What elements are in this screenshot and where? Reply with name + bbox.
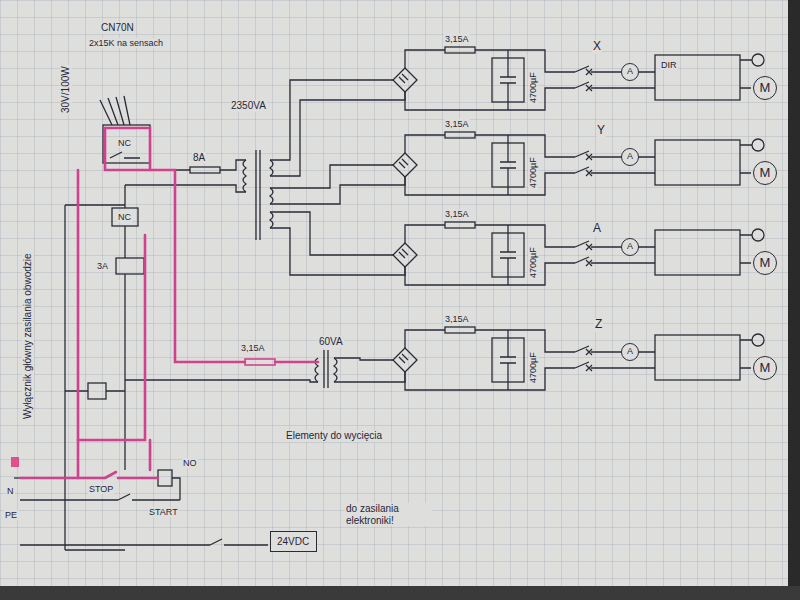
part-label: CN70N <box>100 22 135 34</box>
capacitor-value: 4700µF <box>528 156 538 189</box>
node-text: A <box>627 152 633 162</box>
note-text: Elementy do wycięcia <box>285 430 383 442</box>
wire-path <box>334 358 337 382</box>
node-text: A <box>627 347 633 357</box>
component-outline <box>88 383 106 399</box>
component-outline <box>0 586 800 600</box>
wire-path <box>78 235 145 440</box>
fuse-rating: 3,15A <box>444 119 470 129</box>
fuse-rating: 3,15A <box>444 209 470 219</box>
wire-path <box>324 350 328 388</box>
node-text: 24VDC <box>277 536 309 547</box>
axis-channel <box>393 132 764 195</box>
component-outline <box>112 208 138 226</box>
fuse-rating: 3,15A <box>444 314 470 324</box>
axis-label: A <box>592 222 602 236</box>
wire-path <box>270 80 405 176</box>
wire-path <box>65 205 125 550</box>
wire-path <box>175 160 246 170</box>
component-outline <box>158 470 172 486</box>
ammeter-symbol: A <box>621 63 639 81</box>
wire-path <box>105 128 245 362</box>
note-text: Wyłącznik główny zasilania obwodzie <box>22 252 34 420</box>
node-text: M <box>760 81 771 95</box>
axis-channel <box>393 222 764 285</box>
axis-label: X <box>592 40 602 54</box>
component-outline <box>190 167 220 173</box>
node-text: M <box>760 361 771 375</box>
motor-symbol: M <box>753 76 777 100</box>
note-text: do zasilania elektroniki! <box>345 503 432 526</box>
terminal-name: N <box>6 486 15 496</box>
wire-path <box>270 212 273 228</box>
wire-path <box>100 96 130 125</box>
node-text: M <box>760 166 771 180</box>
motor-symbol: M <box>753 251 777 275</box>
wire-path <box>149 440 152 470</box>
wire-path <box>110 152 140 158</box>
wire-path <box>125 185 246 192</box>
component-outline <box>116 258 144 274</box>
button-label: STOP <box>88 484 114 494</box>
wire-path <box>20 472 158 478</box>
drawing-part <box>14 80 405 550</box>
axis-channel <box>393 327 764 390</box>
wire-path <box>77 170 80 478</box>
ammeter-symbol: A <box>621 238 639 256</box>
wire-path <box>270 165 405 204</box>
motor-symbol: M <box>753 161 777 185</box>
component-outline <box>11 457 19 467</box>
wire-path <box>105 128 150 170</box>
wire-path <box>256 150 260 240</box>
ammeter-symbol: A <box>621 148 639 166</box>
fuse-rating: 3,15A <box>240 343 266 353</box>
node-text: A <box>627 67 633 77</box>
wire-path <box>275 361 318 364</box>
axis-label: Z <box>594 318 603 332</box>
wire-path <box>270 188 273 204</box>
axis-label: Y <box>596 124 606 138</box>
button-label: START <box>148 507 179 517</box>
component-outline <box>245 359 275 365</box>
ammeter-symbol: A <box>621 343 639 361</box>
wire-path <box>20 539 268 545</box>
part-label: 2x15K na sensach <box>88 38 164 48</box>
wire-path <box>270 212 405 275</box>
node-text: A <box>627 242 633 252</box>
wire-path <box>65 185 125 550</box>
component-outline <box>788 0 800 600</box>
transformer-rating: 60VA <box>318 336 344 348</box>
power-supply-box: 24VDC <box>270 531 317 552</box>
capacitor-value: 4700µF <box>528 351 538 384</box>
contact-type: NC <box>117 212 132 222</box>
fuse-rating: 3,15A <box>444 34 470 44</box>
transformer-rating: 2350VA <box>230 100 267 112</box>
wire-path <box>334 358 405 382</box>
contact-type: NO <box>182 458 198 468</box>
node-text: M <box>760 256 771 270</box>
fuse-rating: 8A <box>192 152 206 164</box>
component-outline <box>103 125 150 163</box>
wire-path <box>125 380 318 382</box>
contact-type: NC <box>117 138 132 148</box>
capacitor-value: 4700µF <box>528 71 538 104</box>
axis-channel <box>393 47 764 110</box>
capacitor-value: 4700µF <box>528 246 538 279</box>
wire-path <box>20 478 180 500</box>
motor-symbol: M <box>753 356 777 380</box>
wire-path <box>270 160 273 176</box>
terminal-name: PE <box>4 510 18 520</box>
signal-name: DIR <box>660 60 678 70</box>
part-label: 3A <box>96 261 109 271</box>
drawing-part <box>20 128 318 478</box>
wire-path <box>243 160 246 192</box>
wire-path <box>65 390 125 391</box>
rating-label: 30V/100W <box>60 65 72 114</box>
